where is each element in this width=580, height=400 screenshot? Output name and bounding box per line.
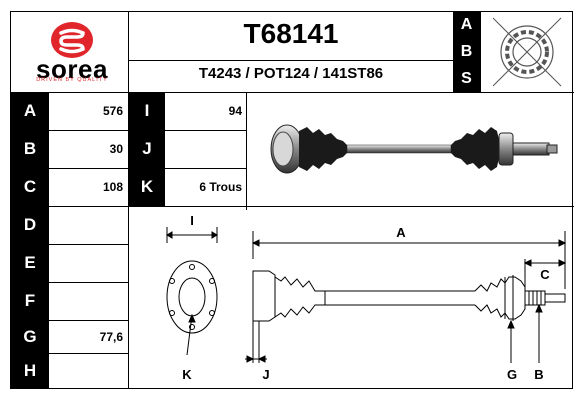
spec-value-j — [166, 130, 242, 168]
spec-value-d — [49, 206, 123, 244]
spec-value-b: 30 — [109, 142, 123, 156]
spec-value-h — [49, 353, 123, 389]
part-number: T68141 — [243, 18, 339, 49]
spec-letter-k: K — [129, 168, 165, 206]
drive-shaft-diagram: I A C K J G B — [166, 213, 567, 382]
spec-letter-f: F — [11, 282, 49, 320]
product-photo — [247, 93, 573, 205]
spec-letter-e: E — [11, 244, 49, 282]
spec-letter-i: I — [129, 92, 165, 130]
spec-value-k: 6 Trous — [199, 180, 242, 194]
spec-value-e — [49, 244, 123, 282]
spec-letter-j: J — [129, 130, 165, 168]
spec-letter-a: A — [11, 92, 49, 130]
dim-label-j: J — [262, 367, 269, 382]
spec-value-a: 576 — [102, 104, 123, 118]
dim-label-g: G — [507, 367, 517, 382]
drive-shaft-photo-icon — [270, 124, 558, 174]
cross-references: T4243 / POT124 / 141ST86 — [198, 65, 384, 82]
dim-label-a: A — [396, 225, 406, 240]
spec-value-g: 77,6 — [99, 329, 123, 344]
brand-tagline: DRIVEN BY QUALITY — [36, 77, 108, 83]
abs-ring — [481, 12, 573, 92]
product-sheet: sorea DRIVEN BY QUALITY T68141 T4243 / P… — [10, 11, 574, 389]
dim-label-c: C — [540, 267, 550, 282]
abs-ring-crossed-icon — [492, 17, 562, 87]
spec-value-f — [49, 282, 123, 320]
dim-label-i: I — [190, 213, 194, 228]
spec-letter-b: B — [11, 130, 49, 168]
spec-letter-h: H — [11, 353, 49, 389]
technical-diagram: I A C K J G B — [129, 207, 573, 389]
sorea-logo-icon — [51, 22, 93, 58]
dim-label-k: K — [182, 367, 192, 382]
spec-letter-g: G — [11, 320, 49, 353]
spec-letter-d: D — [11, 206, 49, 244]
brand-name: sorea — [36, 54, 108, 84]
dim-label-b: B — [534, 367, 543, 382]
abs-letter-s: S — [453, 65, 480, 92]
sorea-logo: sorea DRIVEN BY QUALITY — [17, 16, 127, 86]
abs-letter-a: A — [453, 12, 480, 38]
spec-value-i: 94 — [228, 104, 242, 118]
spec-letter-c: C — [11, 168, 49, 206]
abs-letter-b: B — [453, 38, 480, 65]
spec-value-c: 108 — [102, 180, 123, 194]
